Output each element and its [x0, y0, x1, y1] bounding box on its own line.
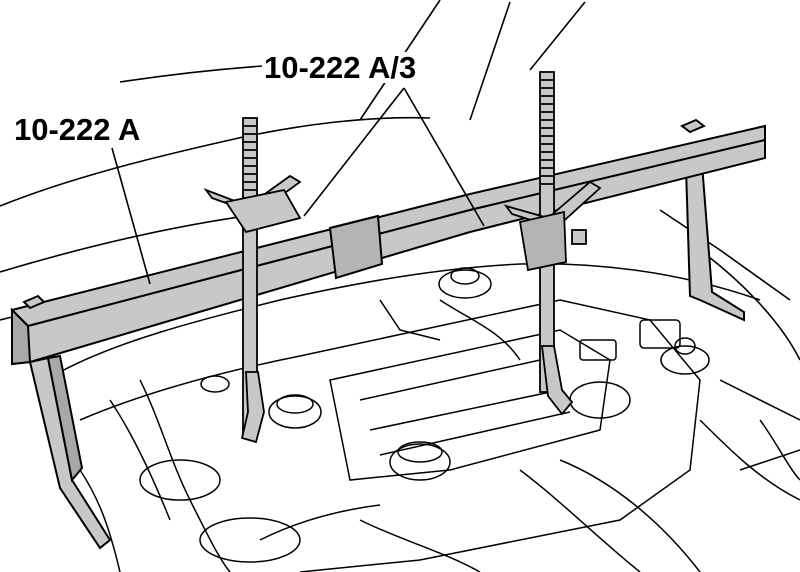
- support-bar-10-222-a: [10, 118, 766, 550]
- label-support-bar-10-222-a: 10-222 A: [12, 112, 143, 147]
- spindle-right: [503, 71, 602, 416]
- engine-bay: [59, 263, 800, 572]
- label-spindle-hooks-10-222-a3: 10-222 A/3: [262, 50, 419, 85]
- leader-lines: [111, 87, 485, 285]
- spindle-left: [203, 117, 302, 444]
